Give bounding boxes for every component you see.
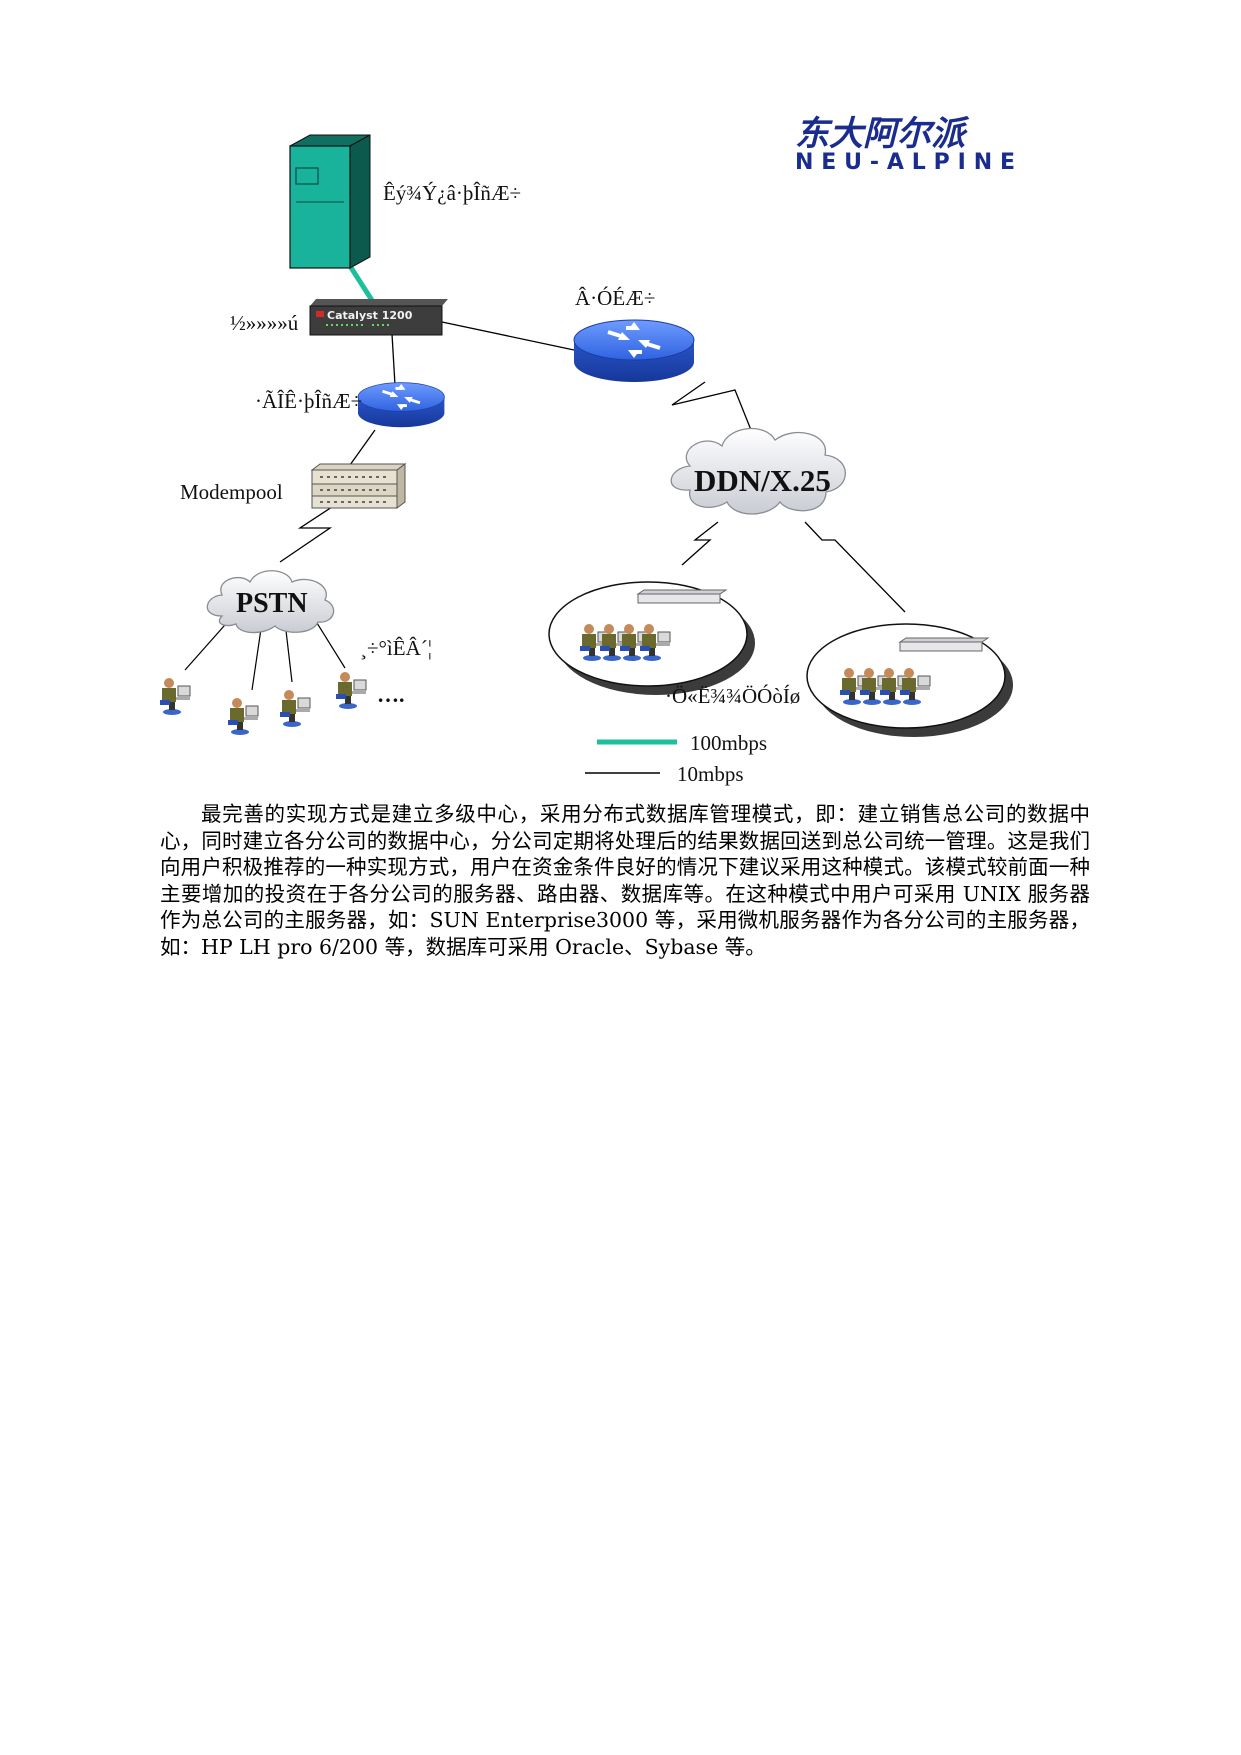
- switch-label: ½»»»»ú: [230, 311, 299, 335]
- branch-lan-2: [806, 623, 1013, 737]
- remote-users: [159, 671, 367, 736]
- access-router-icon: [356, 381, 446, 429]
- server-label: Êý¾Ý¿â·þÎñÆ÷: [383, 181, 521, 205]
- catalyst-switch-icon: [309, 299, 448, 336]
- pstn-label: PSTN: [236, 588, 308, 619]
- branch-lan-label: ·Ö«Ë¾¾ÖÓòÍø: [665, 684, 800, 708]
- modempool-label: Modempool: [180, 480, 283, 504]
- body-paragraph: 最完善的实现方式是建立多级中心，采用分布式数据库管理模式，即：建立销售总公司的数…: [160, 802, 1090, 959]
- legend-label-10mbps: 10mbps: [677, 762, 744, 786]
- switch-brand: Catalyst 1200: [327, 309, 413, 322]
- modempool-icon: [310, 463, 407, 509]
- access-server-label: ·ÃÎÊ·þÎñÆ÷: [255, 389, 362, 413]
- pstn-cloud-icon: [206, 570, 335, 634]
- network-diagram: 东大阿尔派 NEU-ALPINE Êý¾Ý¿â·þÎñÆ÷ Catal: [159, 114, 1015, 786]
- ddn-label: DDN/X.25: [694, 463, 831, 498]
- ellipsis-mark: ….: [377, 682, 405, 707]
- database-server-icon: [289, 134, 371, 269]
- branch-lan-1: [548, 581, 755, 695]
- main-router-icon: [572, 318, 696, 384]
- legend-label-100mbps: 100mbps: [690, 731, 767, 755]
- ddn-cloud-icon: [670, 427, 847, 515]
- main-router-label: Â·ÓÉÆ÷: [575, 286, 655, 310]
- logo-chinese: 东大阿尔派: [795, 114, 970, 154]
- legend: 100mbps 10mbps: [585, 731, 767, 786]
- remote-offices-label: ¸÷°ìÊÂ´¦: [360, 636, 432, 660]
